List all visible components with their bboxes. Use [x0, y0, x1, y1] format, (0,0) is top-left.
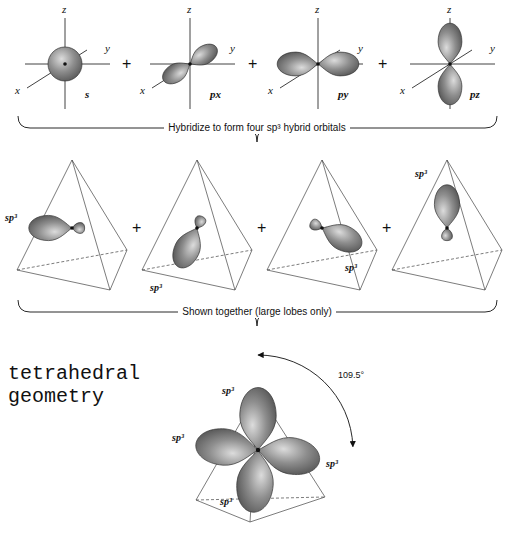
axis-label: x — [268, 84, 273, 97]
axis-label: y — [490, 42, 495, 55]
orbital-label: sp³ — [172, 432, 184, 444]
orbital-name: px — [210, 88, 221, 101]
sp3-small-lobe — [442, 228, 453, 241]
axis-label: z — [62, 3, 66, 16]
tetrahedron-outline — [392, 160, 502, 290]
nucleus-dot — [448, 62, 452, 66]
tetrahedron-outline — [17, 160, 127, 290]
brace — [18, 116, 497, 142]
plus-sign: + — [132, 218, 141, 237]
px-lobe — [159, 56, 195, 88]
sp3-lobe — [167, 223, 208, 273]
nucleus-dot — [70, 226, 74, 230]
nucleus-dot — [445, 226, 449, 230]
step-banner: Hybridize to form four sp³ hybrid orbita… — [164, 122, 349, 134]
axis-label: z — [447, 3, 451, 16]
sp3-small-lobe — [192, 214, 207, 230]
plus-sign: + — [257, 218, 266, 237]
orbital-label: sp³ — [150, 282, 162, 294]
axis-label: x — [400, 84, 405, 97]
orbital-label: sp³ — [345, 262, 357, 274]
sp3-lobe — [234, 448, 276, 513]
sp3-small-lobe — [72, 223, 85, 234]
orbital-label: sp³ — [326, 458, 338, 470]
step-banner: Shown together (large lobes only) — [178, 306, 336, 318]
nucleus-dot — [316, 62, 320, 66]
orbital-name: s — [85, 88, 89, 101]
orbital-label: sp³ — [222, 385, 234, 397]
orbital-label: sp³ — [5, 212, 17, 224]
plus-sign: + — [248, 54, 257, 73]
axis-label: z — [187, 3, 191, 16]
geometry-label: tetrahedral geometry — [8, 362, 158, 408]
orbital-name: pz — [470, 88, 480, 101]
py-lobe — [318, 52, 359, 76]
orbital-label: sp³ — [415, 168, 427, 180]
nucleus-dot — [63, 62, 67, 66]
s-orbital — [48, 47, 82, 81]
angle-label: 109.5° — [338, 370, 364, 381]
sp3-lobe — [317, 217, 367, 258]
py-lobe — [277, 52, 318, 76]
axis-label: z — [315, 3, 319, 16]
axis-label: y — [230, 42, 235, 55]
sp3-lobe — [434, 185, 459, 228]
plus-sign: + — [378, 54, 387, 73]
orbital-label: sp³ — [220, 496, 232, 508]
angle-arc — [258, 355, 353, 447]
plus-sign: + — [122, 54, 131, 73]
sp3-small-lobe — [308, 218, 324, 233]
pz-lobe — [438, 23, 462, 64]
axis-label: x — [15, 84, 20, 97]
nucleus-dot — [256, 448, 260, 452]
axis-label: y — [105, 42, 110, 55]
pz-lobe — [438, 64, 462, 105]
y-axis — [410, 64, 495, 65]
nucleus-dot — [188, 62, 192, 66]
tetrahedron-outline — [142, 160, 252, 290]
px-lobe — [185, 40, 221, 72]
sp3-lobe — [29, 215, 72, 240]
tetrahedron-outline — [267, 160, 377, 290]
plus-sign: + — [382, 218, 391, 237]
nucleus-dot — [320, 226, 324, 230]
nucleus-dot — [195, 226, 199, 230]
orbital-name: py — [338, 88, 348, 101]
axis-label: x — [140, 84, 145, 97]
axis-label: y — [358, 42, 363, 55]
brace — [18, 300, 497, 326]
